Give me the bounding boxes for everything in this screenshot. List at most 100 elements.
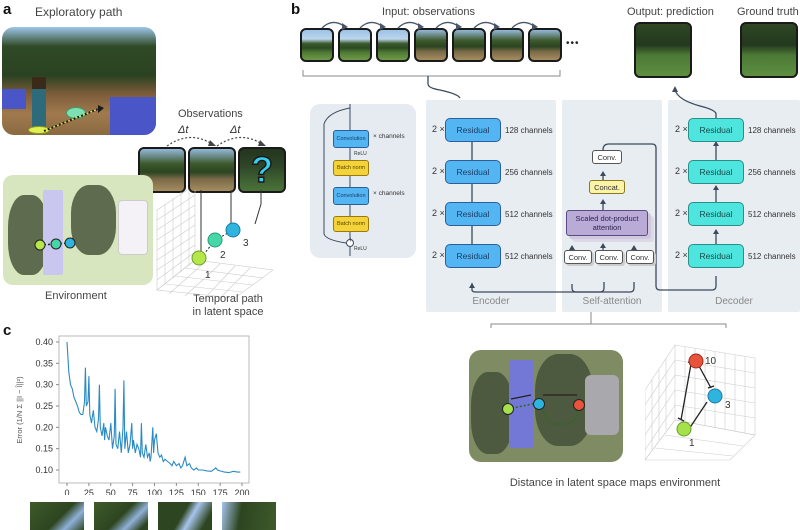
x-tick-label: 100 bbox=[147, 488, 162, 495]
x-tick-label: 200 bbox=[234, 488, 249, 495]
rb-add-icon: + bbox=[348, 237, 353, 244]
residual-block-connectors bbox=[323, 104, 354, 256]
input-frame-2 bbox=[338, 28, 372, 62]
y-tick-label: 0.40 bbox=[35, 337, 53, 347]
decoder-channels-1: 128 channels bbox=[748, 126, 796, 135]
start-marker bbox=[28, 126, 50, 134]
tree-cluster bbox=[535, 354, 593, 446]
prediction-sample-3 bbox=[158, 502, 212, 530]
encoder-channels-4: 512 channels bbox=[505, 252, 553, 261]
sa-conv-top: Conv. bbox=[592, 150, 622, 164]
player-character bbox=[32, 85, 46, 129]
y-tick-label: 0.10 bbox=[35, 465, 53, 475]
error-series-line bbox=[66, 341, 241, 474]
decoder-residual-3: Residual bbox=[688, 202, 744, 226]
distance-latent-3d-grid: 10 3 1 bbox=[645, 344, 756, 461]
self-attention-label: Self-attention bbox=[582, 296, 642, 307]
encoder-mult-2: 2 × bbox=[432, 166, 445, 176]
chart-plot-frame bbox=[58, 335, 250, 484]
latent-point-label-2: 2 bbox=[220, 250, 226, 261]
prediction-sample-2 bbox=[94, 502, 148, 530]
sa-concat: Concat. bbox=[589, 180, 625, 194]
panel-c-letter: c bbox=[3, 322, 12, 339]
input-frame-7 bbox=[528, 28, 562, 62]
x-tick-label: 75 bbox=[128, 488, 138, 495]
y-tick-label: 0.30 bbox=[35, 380, 53, 390]
tree-cluster bbox=[71, 185, 116, 255]
delta-t-label-2: Δt bbox=[230, 124, 241, 136]
rb-channels-2: × channels bbox=[373, 190, 405, 197]
decoder-mult-4: 2 × bbox=[675, 250, 688, 260]
sa-conv-key: Conv. bbox=[595, 250, 623, 264]
x-tick-label: 150 bbox=[191, 488, 206, 495]
prediction-sample-4 bbox=[222, 502, 276, 530]
sa-conv-value: Conv. bbox=[626, 250, 654, 264]
observation-frame-unknown: ? bbox=[238, 147, 286, 193]
observations-title: Observations bbox=[178, 108, 243, 120]
model-bracket bbox=[490, 312, 727, 328]
decoder-mult-1: 2 × bbox=[675, 124, 688, 134]
panel-b-letter: b bbox=[291, 1, 301, 18]
decoder-channels-4: 512 channels bbox=[748, 252, 796, 261]
path-arrow bbox=[43, 105, 104, 132]
latent-point-2 bbox=[207, 232, 223, 248]
latent-caption: Temporal path in latent space bbox=[178, 293, 278, 319]
distance-environment-map bbox=[469, 350, 623, 462]
decoder-label: Decoder bbox=[715, 296, 753, 307]
decoder-residual-1: Residual bbox=[688, 118, 744, 142]
latent-space-3d-grid: 1 2 3 bbox=[156, 190, 274, 299]
encoder-label: Encoder bbox=[472, 296, 510, 307]
output-prediction-image bbox=[634, 22, 692, 78]
question-mark-icon: ? bbox=[250, 149, 274, 191]
env-path bbox=[34, 237, 76, 251]
latent-caption-line1: Temporal path bbox=[193, 293, 263, 305]
river bbox=[43, 190, 63, 275]
encoder-channels-2: 256 channels bbox=[505, 168, 553, 177]
rb-convolution-1: Convolution bbox=[333, 130, 369, 148]
latent-point-label-3: 3 bbox=[243, 238, 249, 249]
distance-point-3 bbox=[707, 388, 723, 404]
encoder-residual-4: Residual bbox=[445, 244, 501, 268]
x-tick-label: 25 bbox=[84, 488, 94, 495]
exploratory-path-image bbox=[2, 27, 156, 135]
sa-conv-query: Conv. bbox=[564, 250, 592, 264]
decoder-residual-2: Residual bbox=[688, 160, 744, 184]
x-tick-label: 125 bbox=[169, 488, 184, 495]
decoder-channels-3: 512 channels bbox=[748, 210, 796, 219]
ground-truth-image bbox=[740, 22, 798, 78]
encoder-channels-3: 512 channels bbox=[505, 210, 553, 219]
rb-convolution-2: Convolution bbox=[333, 187, 369, 205]
tree-cluster bbox=[8, 195, 48, 275]
input-frame-4 bbox=[414, 28, 448, 62]
input-sequence-arrows bbox=[302, 21, 561, 99]
x-tick-label: 50 bbox=[106, 488, 116, 495]
prediction-sample-1 bbox=[30, 502, 84, 530]
encoder-residual-1: Residual bbox=[445, 118, 501, 142]
x-tick-label: 0 bbox=[64, 488, 69, 495]
water-tile bbox=[2, 89, 26, 109]
exploratory-path-title: Exploratory path bbox=[35, 5, 123, 19]
encoder-residual-3: Residual bbox=[445, 202, 501, 226]
distance-env-paths bbox=[502, 394, 585, 425]
sa-scaled-dot-product-attention: Scaled dot-product attention bbox=[566, 210, 648, 236]
output-prediction-title: Output: prediction bbox=[627, 6, 714, 18]
encoder-channels-1: 128 channels bbox=[505, 126, 553, 135]
decoder-residual-4: Residual bbox=[688, 244, 744, 268]
latent-point-1 bbox=[191, 250, 207, 266]
distance-point-10 bbox=[688, 353, 704, 369]
x-tick-label: 175 bbox=[213, 488, 228, 495]
ground-truth-title: Ground truth bbox=[737, 6, 799, 18]
decoder-mult-2: 2 × bbox=[675, 166, 688, 176]
y-tick-label: 0.35 bbox=[35, 358, 53, 368]
residual-block-detail bbox=[310, 104, 416, 258]
rb-channels-1: × channels bbox=[373, 133, 405, 140]
distance-label-1: 1 bbox=[689, 438, 695, 449]
latent-point-label-1: 1 bbox=[205, 270, 211, 281]
y-tick-label: 0.20 bbox=[35, 422, 53, 432]
more-frames-ellipsis: ••• bbox=[566, 38, 580, 49]
encoder-mult-1: 2 × bbox=[432, 124, 445, 134]
input-frame-6 bbox=[490, 28, 524, 62]
distance-point-1 bbox=[676, 421, 692, 437]
environment-caption: Environment bbox=[45, 290, 107, 302]
